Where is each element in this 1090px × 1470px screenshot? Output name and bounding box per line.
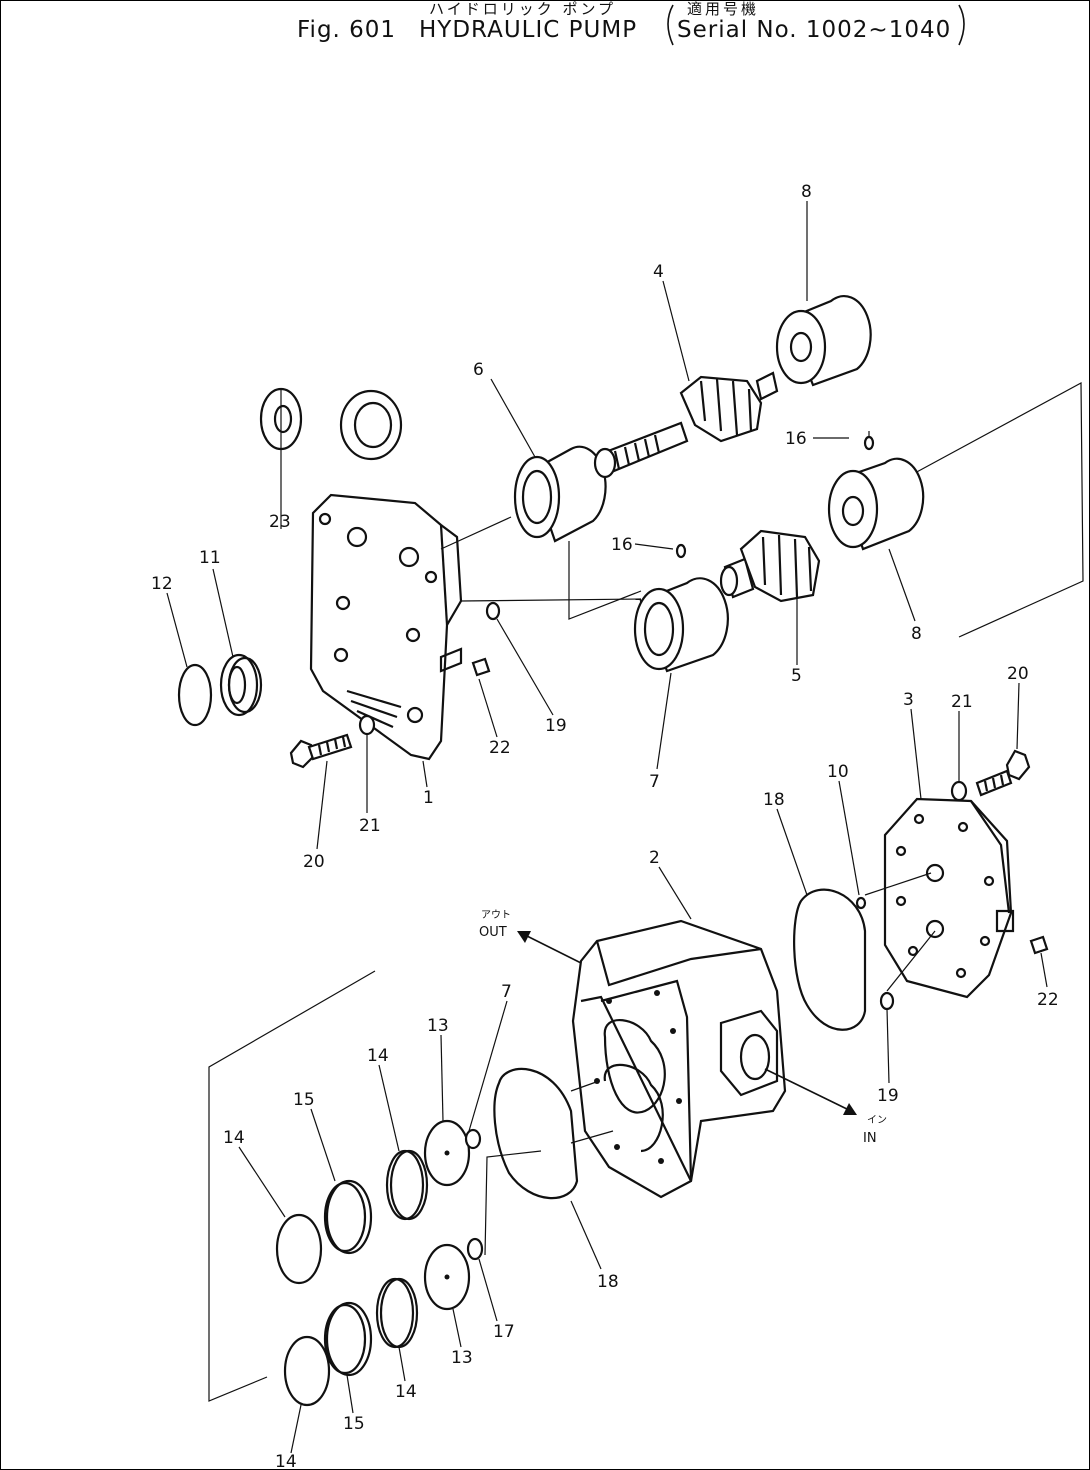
callout-16-upper: 16 [785,429,807,449]
plug-left-part [471,657,491,677]
callout-22-left: 22 [489,738,511,758]
figure-title: HYDRAULIC PUMP [419,17,638,43]
dowel-pin-part [855,896,867,910]
callout-8-lower: 8 [911,624,922,644]
thrust-plate-lower-part [423,1243,471,1311]
out-port-label-ja: アウト [481,909,511,921]
callout-15-upper: 15 [293,1090,315,1110]
callout-13-lower: 13 [451,1348,473,1368]
plug-right-part [1029,935,1049,955]
bolt-right-part [975,749,1031,797]
oring-left-part [493,1067,579,1200]
axis-line-2 [460,598,642,602]
callout-14-upper-left: 14 [223,1128,245,1148]
axis-line-3 [864,872,932,896]
callout-1: 1 [423,788,434,808]
serial-bracket-left [667,4,674,46]
axis-line-5 [570,1080,600,1092]
pin-upper-part [863,435,875,451]
group-boundary-mid [568,541,642,620]
callout-20-right: 20 [1007,664,1029,684]
thrust-plate-upper-part [423,1119,471,1187]
serial-bracket-right [958,4,965,46]
callout-4: 4 [653,262,664,282]
bushing-right-part [827,457,925,551]
bushing-upper-part [513,445,607,543]
group-boundary-left [208,970,376,1402]
front-cover-part [309,389,463,761]
bushing-lower-part [633,577,729,673]
serial-range: Serial No. 1002~1040 [677,17,952,43]
callout-10: 10 [827,762,849,782]
callout-7-lower: 7 [501,982,512,1002]
callout-15-lower: 15 [343,1414,365,1434]
callout-7-upper: 7 [649,772,660,792]
plug-lower-part [466,1237,484,1261]
bushing-top-part [775,294,872,387]
ring-stack-upper [275,1149,429,1285]
rear-cover-part [883,797,1015,999]
callout-21-right: 21 [951,692,973,712]
serial-japanese: 適用号機 [687,0,760,18]
title-japanese: ハイドロリック ポンプ [429,0,617,18]
oring-right-part [793,888,867,1031]
callout-12: 12 [151,574,173,594]
gear-case-part [571,919,787,1199]
lock-washer-left-part [358,714,376,736]
small-oring-lower-part [879,991,895,1011]
plug-upper-part [464,1128,482,1150]
callout-6: 6 [473,360,484,380]
callout-21-left: 21 [359,816,381,836]
axis-line-4 [886,930,936,992]
callout-14-upper-right: 14 [367,1046,389,1066]
figure-number: Fig. 601 [297,17,397,43]
bearing-part [219,653,263,717]
out-port-label: OUT [479,925,507,940]
callout-17: 17 [493,1322,515,1342]
drive-gear-shaft-part [593,371,779,479]
callout-14-lower-right: 14 [395,1382,417,1402]
group-boundary-right [888,381,1084,638]
callout-3: 3 [903,690,914,710]
callout-20-left: 20 [303,852,325,872]
axis-line-1 [440,516,512,550]
small-oring-upper-part [485,601,501,621]
out-port-arrow [517,931,582,964]
callout-16-middle: 16 [611,535,633,555]
driven-gear-part [719,529,821,603]
callout-5: 5 [791,666,802,686]
callout-22-right: 22 [1037,990,1059,1010]
axis-line-6 [570,1130,614,1144]
callout-11: 11 [199,548,221,568]
snap-ring-part [177,663,213,727]
leader-lines [166,201,1048,1454]
axis-line-7 [484,1150,542,1256]
bolt-left-part [289,733,353,769]
callout-14-lower-left: 14 [275,1452,297,1469]
callout-23: 23 [269,512,291,532]
callout-13-upper: 13 [427,1016,449,1036]
callout-18-right: 18 [763,790,785,810]
ring-stack-lower [283,1277,419,1407]
callout-18-left: 18 [597,1272,619,1292]
lock-washer-right-part [950,780,968,802]
pin-middle-part [675,543,687,559]
in-port-label: IN [863,1131,877,1146]
callout-19-upper: 19 [545,716,567,736]
callout-8-top: 8 [801,182,812,202]
callout-2: 2 [649,848,660,868]
in-port-label-ja: イン [867,1115,887,1126]
in-port-arrow [764,1068,857,1115]
callout-19-lower: 19 [877,1086,899,1106]
